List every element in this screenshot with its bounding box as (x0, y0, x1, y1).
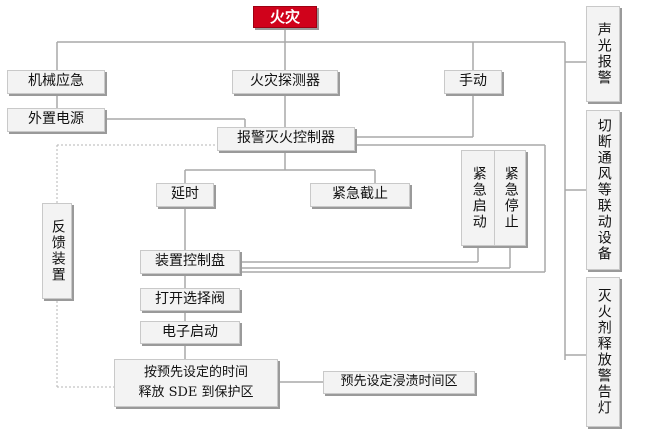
alarm-controller-box: 报警灭火控制器 (217, 127, 355, 151)
title-box: 火灾 (253, 6, 317, 28)
release-line-1: 按预先设定的时间 (143, 365, 248, 380)
extinguish-alarm-box: 灭火剂释放警告灯 (586, 277, 620, 427)
feedback-box: 反馈装置 (42, 203, 72, 299)
emergency-stop-box: 紧急截止 (310, 183, 410, 207)
control-panel-box: 装置控制盘 (140, 250, 240, 274)
sound-light-alarm-box: 声光报警 (586, 6, 620, 102)
electronic-start-box: 电子启动 (140, 321, 240, 344)
preset-soak-box: 预先设定浸渍时间区 (323, 371, 475, 394)
manual-box: 手动 (444, 70, 502, 94)
fire-detector-box: 火灾探测器 (232, 70, 338, 94)
delay-box: 延时 (156, 183, 214, 207)
external-power-box: 外置电源 (7, 108, 105, 132)
cut-off-linkage-box: 切断通风等联动设备 (586, 110, 620, 270)
emergency-start-box: 紧急启动 (461, 150, 495, 246)
emergency-halt-box: 紧急停止 (494, 150, 526, 246)
release-box: 按预先设定的时间 释放 SDE 到保护区 (114, 359, 278, 407)
release-line-2: 释放 SDE 到保护区 (138, 385, 254, 400)
manual-emergency-box: 机械应急 (7, 70, 105, 94)
open-valve-box: 打开选择阀 (140, 288, 240, 311)
